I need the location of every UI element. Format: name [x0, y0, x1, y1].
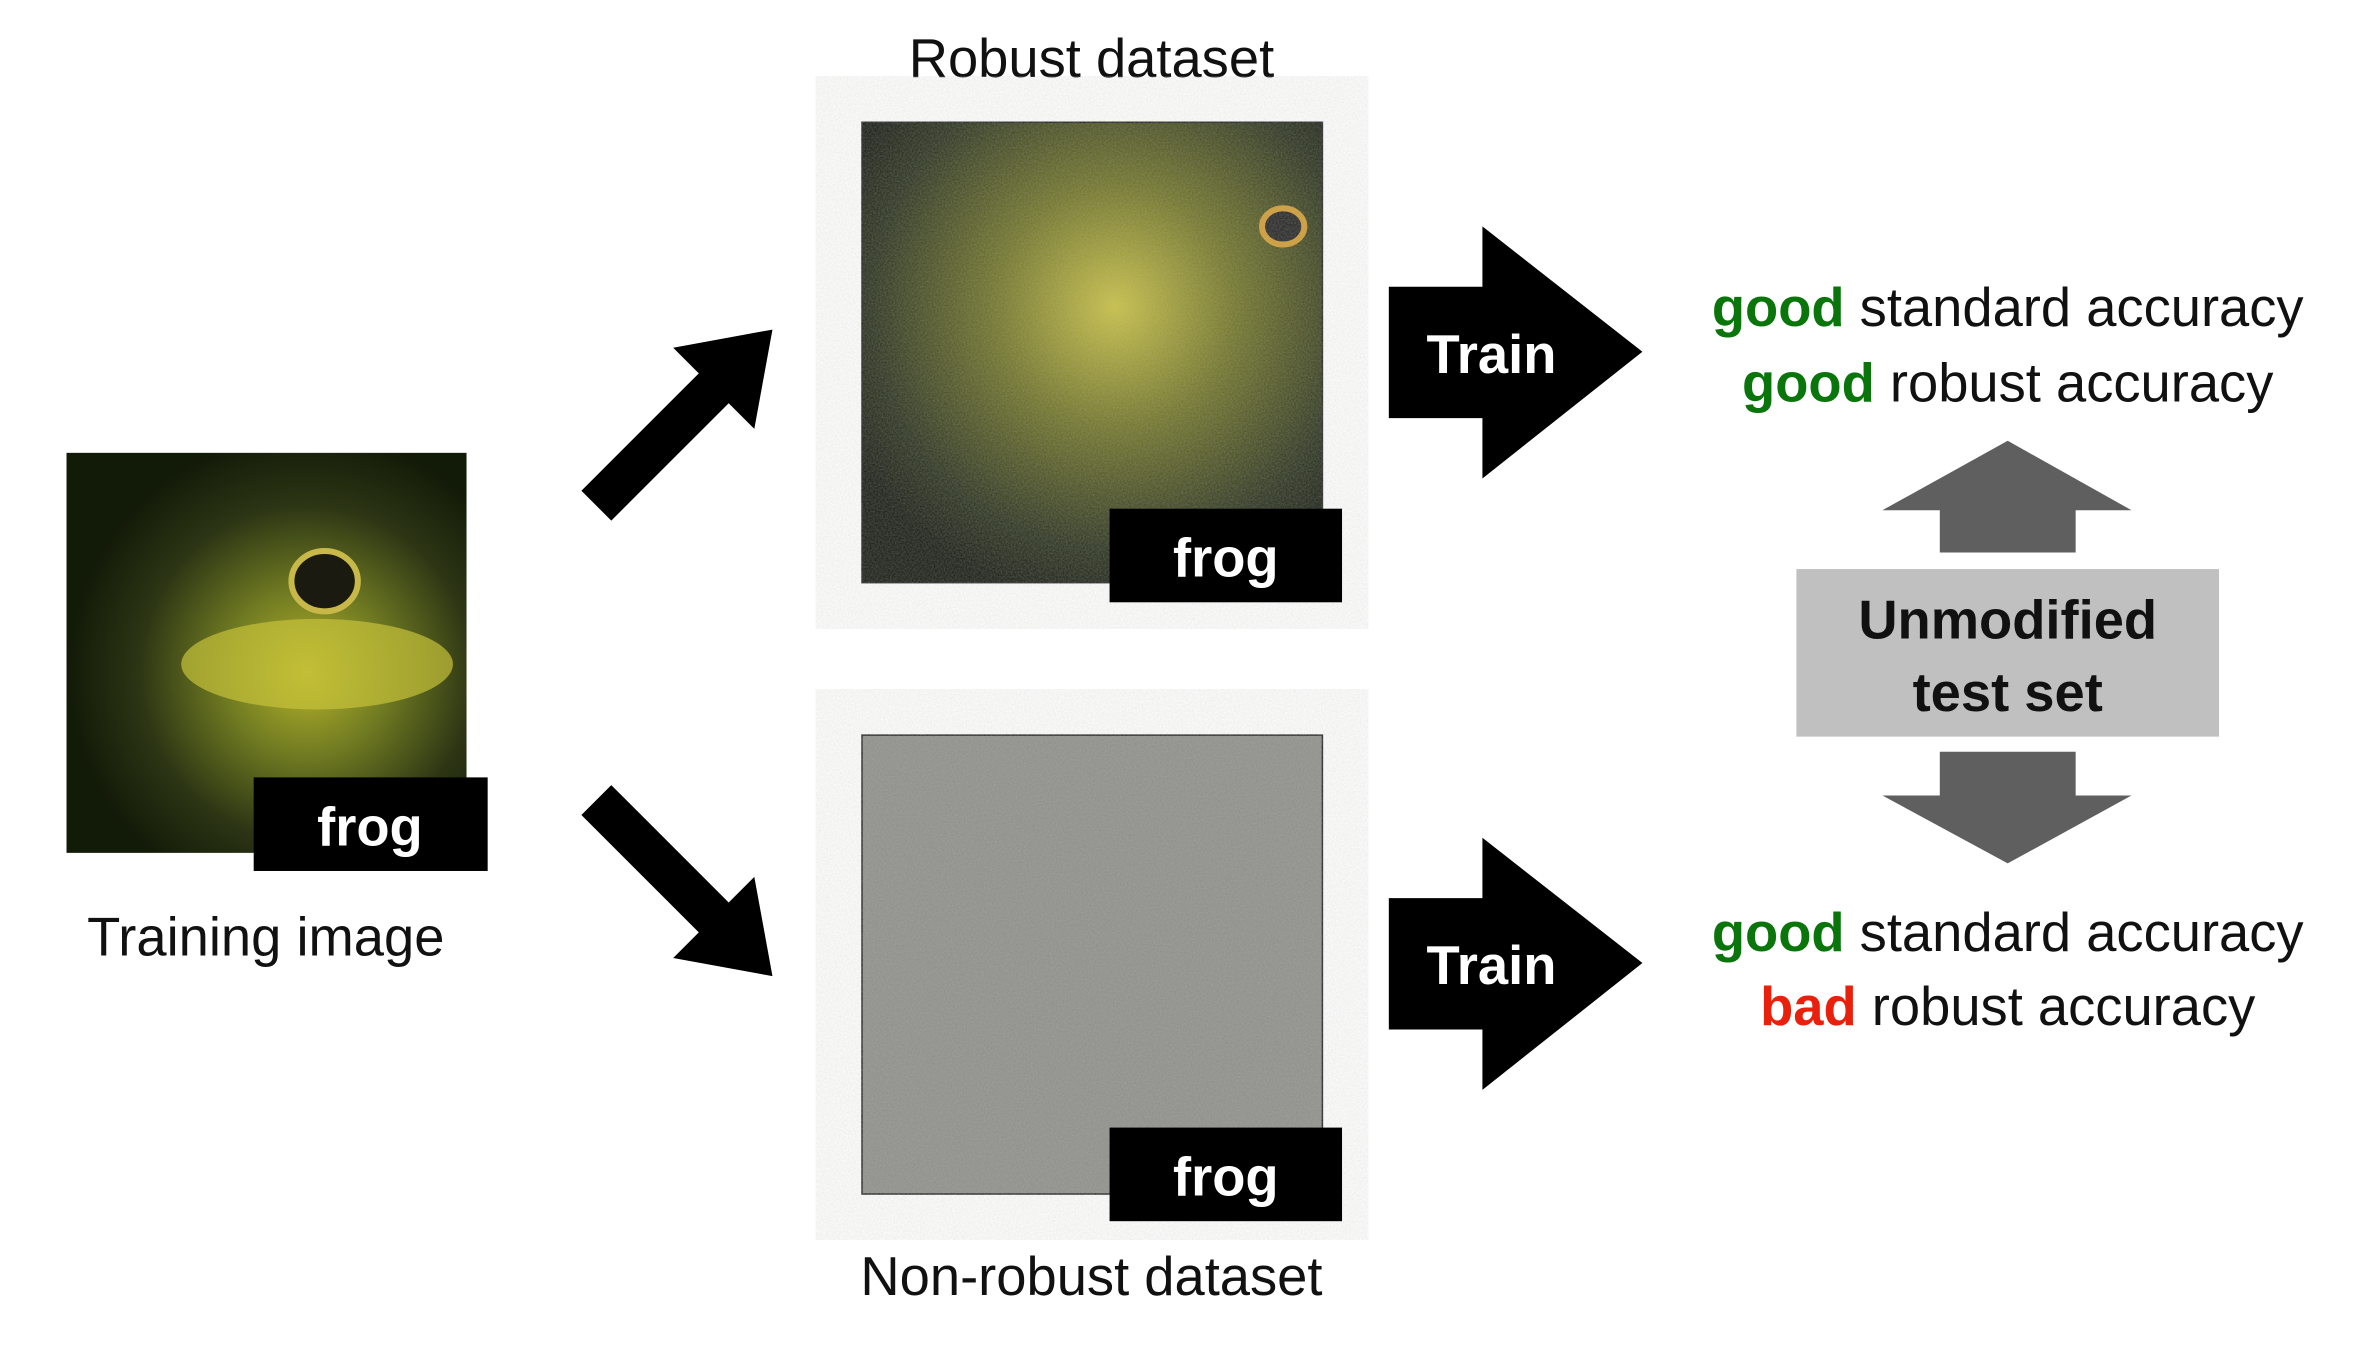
quality-good: good: [1742, 353, 1875, 414]
test-set-box: [1796, 569, 2220, 737]
gray-arrow-up-icon: [1882, 440, 2132, 553]
nonrobust-result-standard: good standard accuracy: [1712, 902, 2305, 963]
result-text: standard accuracy: [1845, 902, 2305, 963]
train-label-top: Train: [1427, 324, 1557, 385]
nonrobust-frog-tag: [1109, 1127, 1343, 1222]
training-image-caption: Training image: [87, 907, 444, 968]
training-frog-tag: [253, 777, 488, 871]
robust-frog-tag: [1109, 508, 1343, 603]
training-tag-label: frog: [317, 796, 423, 857]
nonrobust-result-robust: bad robust accuracy: [1760, 976, 2256, 1037]
arrow-down-right-icon: [581, 785, 773, 977]
robust-result-standard: good standard accuracy: [1712, 277, 2305, 338]
gray-arrow-down-icon: [1882, 751, 2132, 864]
train-arrow-top-icon: [1388, 226, 1643, 479]
quality-good: good: [1712, 277, 1845, 338]
train-label-bottom: Train: [1427, 935, 1557, 996]
test-set-line2: test set: [1913, 662, 2103, 723]
nonrobust-image: [861, 734, 1324, 1195]
quality-good: good: [1712, 902, 1845, 963]
result-text: robust accuracy: [1875, 353, 2274, 414]
nonrobust-tag-label: frog: [1173, 1147, 1279, 1208]
quality-bad: bad: [1760, 976, 1857, 1037]
nonrobust-dataset-title: Non-robust dataset: [860, 1246, 1322, 1307]
robust-result-robust: good robust accuracy: [1742, 353, 2274, 414]
test-set-line1: Unmodified: [1858, 590, 2157, 651]
result-text: robust accuracy: [1857, 976, 2256, 1037]
result-text: standard accuracy: [1845, 277, 2305, 338]
robust-tag-label: frog: [1173, 528, 1279, 589]
arrow-up-right-icon: [581, 329, 773, 521]
train-arrow-bottom-icon: [1388, 837, 1643, 1090]
robust-image: [861, 121, 1324, 584]
robust-dataset-title: Robust dataset: [909, 28, 1274, 89]
